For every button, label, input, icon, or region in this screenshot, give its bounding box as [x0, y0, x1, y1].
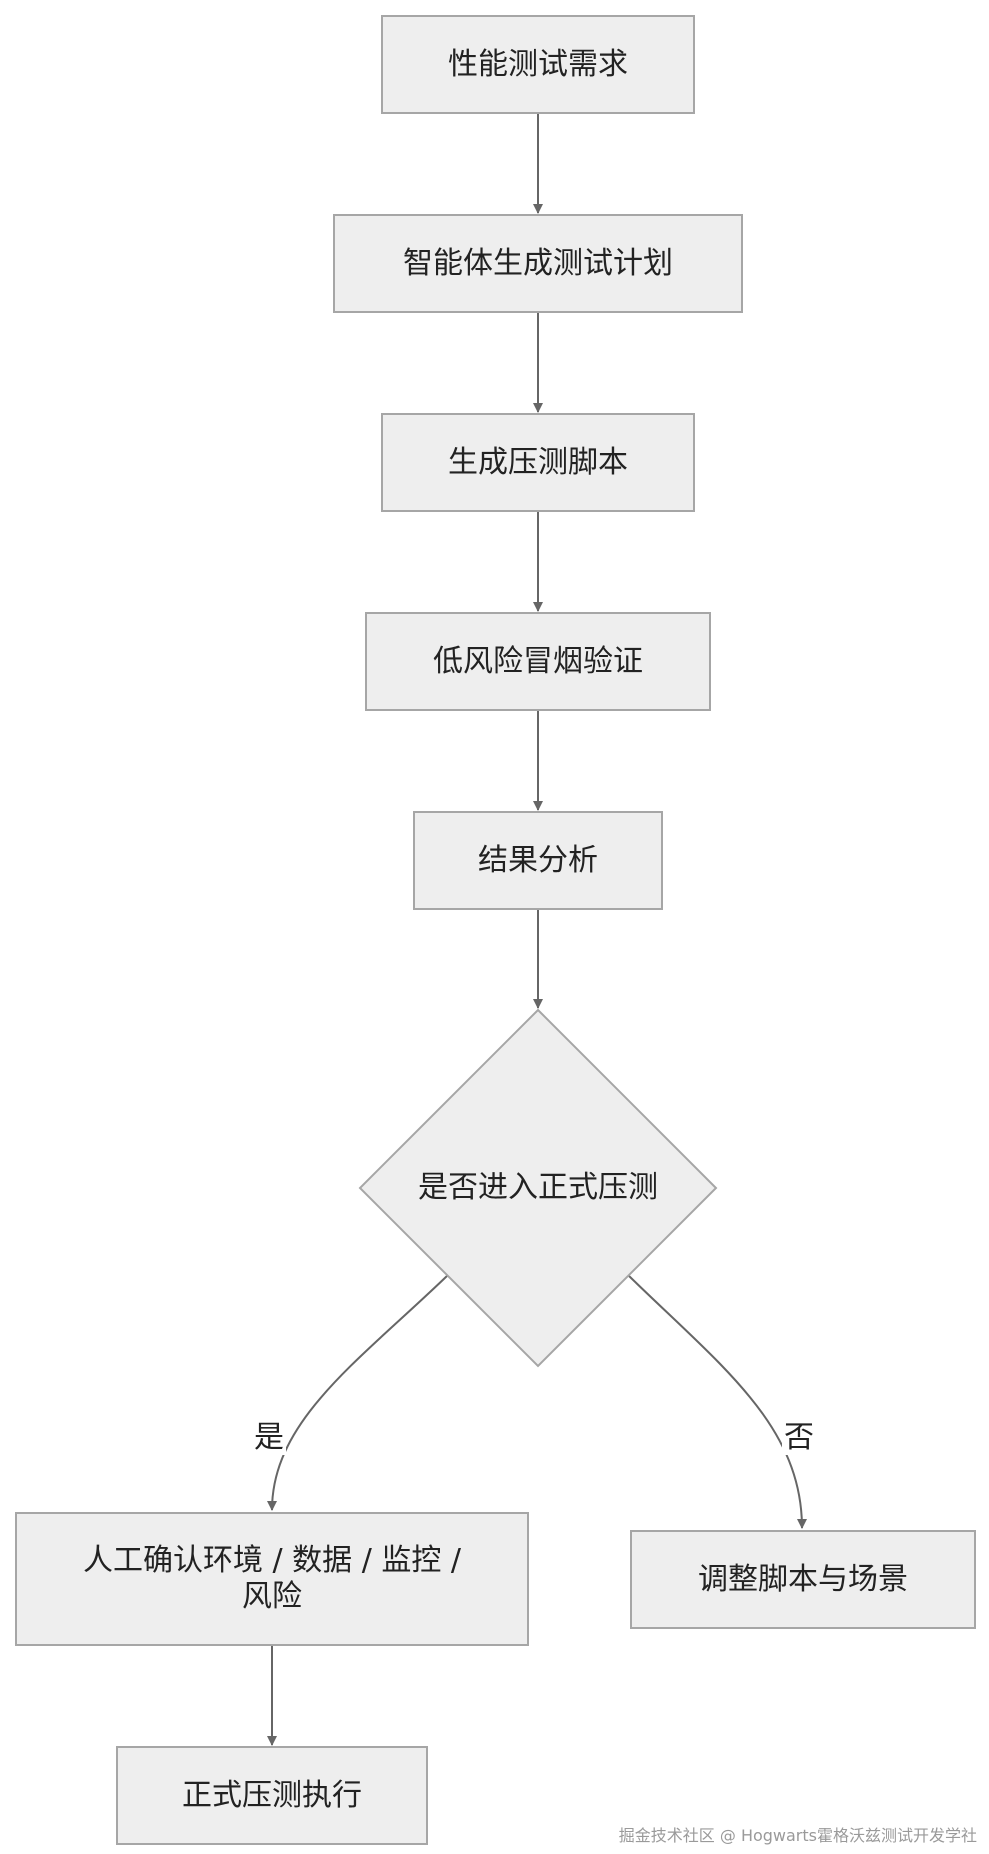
node-agent-test-plan: 智能体生成测试计划 — [333, 214, 743, 313]
decision-diamond — [358, 1008, 718, 1368]
edge-label-yes: 是 — [252, 1420, 286, 1455]
node-formal-execution: 正式压测执行 — [116, 1746, 428, 1845]
node-adjust-script: 调整脚本与场景 — [630, 1530, 976, 1629]
node-manual-confirm: 人工确认环境 / 数据 / 监控 / 风险 — [15, 1512, 529, 1646]
decision-label: 是否进入正式压测 — [418, 1170, 658, 1205]
edge-decision-confirm — [267, 1274, 449, 1511]
watermark-text: 掘金技术社区 @ Hogwarts霍格沃兹测试开发学社 — [618, 1826, 977, 1845]
edge-decision-adjust — [627, 1274, 807, 1529]
node-performance-requirement: 性能测试需求 — [381, 15, 695, 114]
edge-label-no: 否 — [782, 1420, 816, 1455]
node-smoke-verification: 低风险冒烟验证 — [365, 612, 711, 711]
node-result-analysis: 结果分析 — [413, 811, 663, 910]
node-generate-script: 生成压测脚本 — [381, 413, 695, 512]
